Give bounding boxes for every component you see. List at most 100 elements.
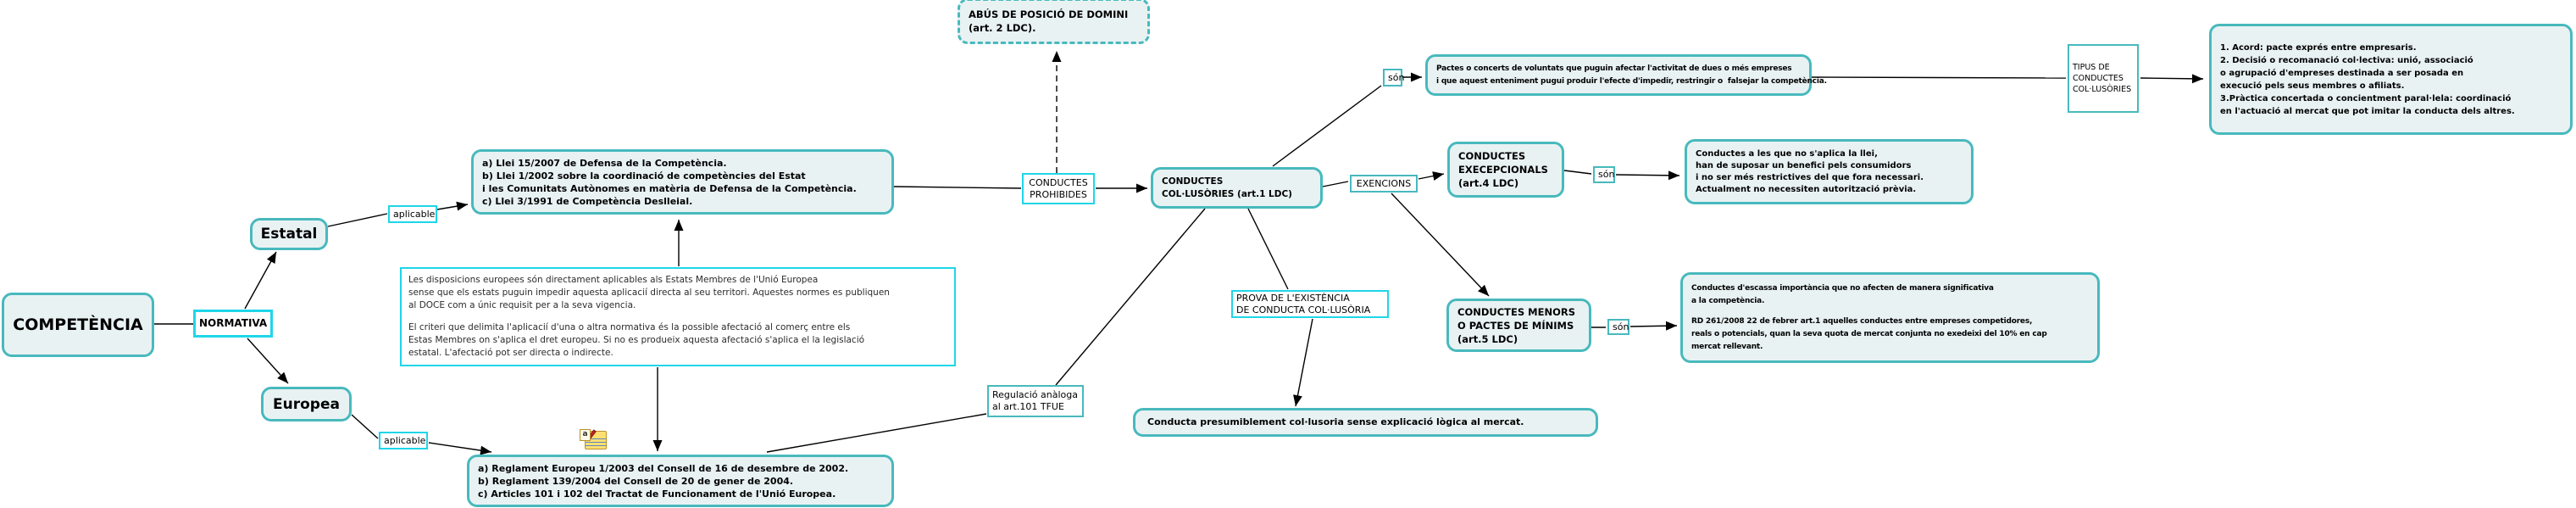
text-line: 1. Acord: pacte exprés entre empresaris.	[2220, 42, 2417, 53]
node-competencia-label: COMPETÈNCIA	[13, 315, 143, 334]
node-estatal-label: Estatal	[260, 226, 318, 243]
label-son-3[interactable]: són	[1607, 319, 1629, 335]
text-line: a) Reglament Europeu 1/2003 del Consell …	[478, 462, 849, 474]
edge-son2-exempcio	[1615, 170, 1680, 181]
text-line: Pactes o concerts de voluntats que pugui…	[1436, 64, 1792, 73]
edge-europea-laws-regulacio	[766, 413, 987, 453]
text-line: sense que els estats puguin impedir aque…	[408, 287, 890, 299]
edge-execepcionals-son2	[1563, 170, 1592, 175]
text-line: (art.4 LDC)	[1458, 177, 1519, 189]
text-line: EXECEPCIONALS	[1458, 164, 1548, 176]
text-line: i no ser més restrictives del que fora n…	[1696, 172, 1924, 182]
node-exempcio-descripcio[interactable]: Conductes a les que no s'aplica la llei,…	[1685, 139, 1974, 204]
edge-normativa-estatal	[244, 251, 277, 310]
label-son-1-text: són	[1388, 71, 1405, 83]
node-tipus-llista[interactable]: 1. Acord: pacte exprés entre empresaris.…	[2209, 24, 2573, 135]
text-line: Conductes d'escassa importància que no a…	[1691, 283, 1994, 293]
label-son-2-text: són	[1598, 169, 1615, 180]
edge-colusories-prova	[1247, 208, 1289, 290]
node-conductes-execepcionals[interactable]: CONDUCTES EXECEPCIONALS(art.4 LDC)	[1447, 142, 1564, 198]
text-line: CONDUCTES	[1162, 176, 1224, 187]
node-competencia[interactable]: COMPETÈNCIA	[2, 293, 154, 357]
label-aplicable-estatal-text: aplicable	[393, 208, 436, 220]
note-icon[interactable]: a	[580, 429, 607, 449]
text-line: o agrupació d'empreses destinada a ser p…	[2220, 68, 2464, 78]
node-pactes-definicio[interactable]: Pactes o concerts de voluntats que pugui…	[1425, 54, 1827, 96]
text-line: PROHIBIDES	[1030, 188, 1087, 200]
edge-normativa-europea	[247, 338, 289, 384]
text-line: Conductes a les que no s'aplica la llei,	[1696, 148, 1878, 159]
text-line: b) Llei 1/2002 sobre la coordinació de c…	[482, 170, 806, 181]
text-line: CONDUCTES	[2073, 74, 2124, 83]
edge-colusories-exencions	[1322, 181, 1349, 187]
label-son-1[interactable]: són	[1383, 69, 1405, 87]
text-line: reals o potencials, quan la seva quota d…	[1691, 329, 2047, 338]
text-line: O PACTES DE MÍNIMS	[1457, 319, 1574, 332]
edge-europea-aplicable	[351, 414, 379, 439]
text-line: Estas Membres on s'aplica el dret europe…	[408, 334, 865, 345]
text-line: a la competència.	[1691, 296, 1765, 305]
text-line: al DOCE com a únic requisit per a la sev…	[408, 300, 636, 311]
edge-tipus-llista	[2140, 74, 2204, 84]
node-europea-laws[interactable]: a) Reglament Europeu 1/2003 del Consell …	[467, 455, 894, 507]
text-line: Regulació anàloga	[992, 389, 1078, 400]
node-estatal[interactable]: Estatal	[250, 218, 328, 250]
note-letter: a	[580, 429, 591, 441]
edge-aplicable-estatal-laws	[436, 201, 469, 211]
text-line	[1691, 308, 2089, 315]
text-line: al art.101 TFUE	[992, 401, 1064, 412]
label-normativa[interactable]: NORMATIVA	[193, 310, 273, 338]
text-line: 3.Pràctica concertada o concientment par…	[2220, 93, 2512, 103]
label-son-2[interactable]: són	[1593, 166, 1615, 183]
node-escassa-descripcio[interactable]: Conductes d'escassa importància que no a…	[1680, 272, 2100, 363]
text-line: TIPUS DE	[2073, 63, 2110, 72]
node-europea[interactable]: Europea	[261, 387, 352, 421]
text-line: CONDUCTES MENORS	[1457, 305, 1575, 318]
node-conducta-presumible[interactable]: Conducta presumiblement col·lusoria sens…	[1133, 408, 1598, 437]
edge-son3-escassa	[1629, 321, 1678, 331]
label-exencions-text: EXENCIONS	[1356, 177, 1412, 189]
text-line: CONDUCTES	[1029, 176, 1088, 188]
label-tipus-conductes[interactable]: TIPUS DE CONDUCTES COL·LUSÒRIES	[2068, 44, 2139, 113]
text-line: PROVA DE L'EXISTÈNCIA	[1236, 293, 1350, 304]
text-line: Les disposicions europees són directamen…	[408, 275, 819, 286]
node-abus-posicio-domini[interactable]: ABÚS DE POSICIÓ DE DOMINI(art. 2 LDC).	[958, 0, 1150, 44]
edge-exencions-menors	[1391, 193, 1490, 297]
edge-prova-presumible	[1293, 318, 1313, 407]
text-line: Actualment no necessiten autorització pr…	[1696, 184, 1917, 194]
text-line: CONDUCTES	[1458, 150, 1526, 162]
edge-colusories-son1	[1272, 85, 1382, 167]
text-line: estatal. L'afectació pot ser directa o i…	[408, 347, 613, 358]
text-line: i que aquest enteniment pugui produir l'…	[1436, 76, 1827, 86]
node-estatal-laws[interactable]: a) Llei 15/2007 de Defensa de la Competè…	[471, 149, 894, 215]
text-line: 2. Decisió o recomanació col·lectiva: un…	[2220, 55, 2473, 65]
edge-regulacio-colusories	[1055, 208, 1206, 386]
label-aplicable-europea[interactable]: aplicable	[379, 432, 428, 449]
note-european-provisions[interactable]: Les disposicions europees són directamen…	[400, 267, 956, 366]
text-line: i les Comunitats Autònomes en matèria de…	[482, 182, 857, 194]
text-line: b) Reglament 139/2004 del Consell de 20 …	[478, 475, 794, 487]
text-line: COL·LUSÒRIES (art.1 LDC)	[1162, 188, 1292, 199]
label-son-3-text: són	[1613, 321, 1629, 332]
node-conducta-presumible-text: Conducta presumiblement col·lusoria sens…	[1147, 416, 1524, 427]
text-line: c) Llei 3/1991 de Competència Deslleial.	[482, 195, 693, 207]
text-line: DE CONDUCTA COL·LUSÒRIA	[1236, 304, 1371, 315]
label-aplicable-europea-text: aplicable	[384, 434, 426, 446]
text-line: El criteri que delimita l'aplicacií d'un…	[408, 321, 851, 332]
text-line: COL·LUSÒRIES	[2073, 85, 2132, 94]
label-exencions[interactable]: EXENCIONS	[1350, 175, 1418, 193]
text-line: mercat rellevant.	[1691, 342, 1763, 351]
text-line	[408, 312, 947, 321]
text-line: execució pels seus membres o afiliats.	[2220, 81, 2405, 91]
edge-pactes-tipus	[1811, 76, 2067, 79]
label-normativa-text: NORMATIVA	[199, 317, 268, 329]
edge-estatal-laws-prohibides	[893, 186, 1022, 189]
label-aplicable-estatal[interactable]: aplicable	[388, 205, 437, 223]
